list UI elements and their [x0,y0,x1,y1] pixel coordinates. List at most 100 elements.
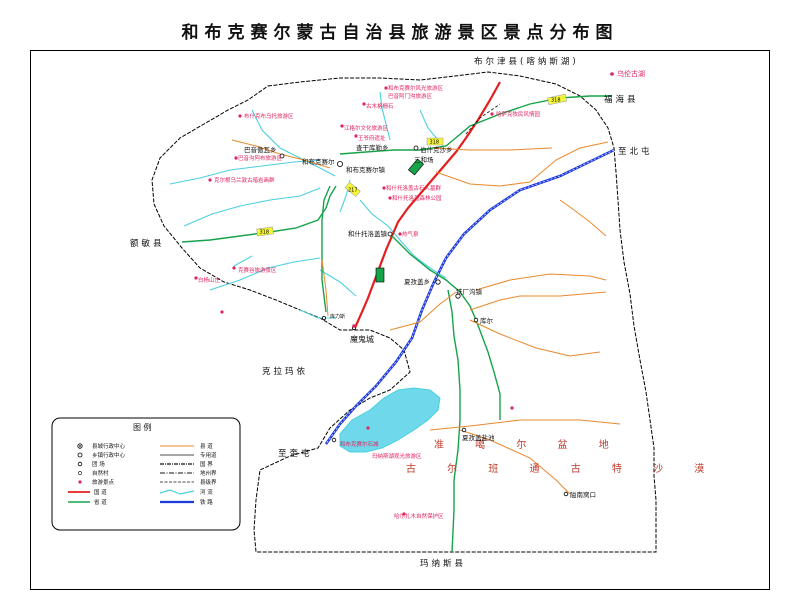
spot-marker-15 [490,112,494,116]
shield-318-west-label: 318 [260,230,270,236]
label-xiazigai: 夏孜盖乡 [404,277,430,286]
river-7 [419,109,439,141]
legend-label-8: 专用道 [200,451,217,459]
legend-label-10: 地州界 [200,469,217,477]
label-spot-14: 玛纳斯湖观光旅游区 [372,452,422,460]
label-spot-15: 哈尔扎木自然保护区 [394,512,444,520]
spot-marker-4 [340,124,344,128]
legend-label-13: 铁 路 [200,498,213,506]
river-6 [379,91,391,141]
label-zhikuitun: 至奎屯 [278,448,313,459]
river-1 [251,109,336,177]
river-2 [169,159,321,185]
shield-217-tunnel-1 [408,158,424,176]
settlement-yanchi [461,427,467,433]
settlements [279,145,569,497]
label-anzhi: 隘南窝口 [570,490,596,499]
county-road-6 [469,319,601,357]
label-spot-17: 王爷府遗址 [358,134,386,142]
legend-symbol-farm [77,461,83,467]
spot-marker-2 [362,102,366,106]
legend-label-2: 团 场 [92,460,105,468]
shield-318-mid-label: 318 [430,140,440,146]
provincial-road-318-north [339,95,612,155]
county-road-3 [433,147,553,151]
label-hoboksar-town: 和布克赛尔镇 [346,165,386,174]
label-sanhe: 三和场 [414,155,434,164]
settlement-anzhi [563,491,569,497]
river-4 [209,257,321,291]
provincial-road-south [447,289,461,553]
shield-217-label: 217 [348,188,358,194]
label-spot-7: 克尔根乌兰敦古暗岩画群 [214,176,275,184]
river-10 [319,269,357,297]
river-3 [183,187,321,227]
label-wulungu-lake: 乌伦古湖 [617,69,645,78]
legend-label-12: 河 流 [200,488,213,496]
legend-label-4: 旅游景点 [92,478,115,486]
spot-marker-17 [352,324,356,328]
shield-217 [344,181,361,197]
legend-title: 图 例 [133,422,152,432]
legend-col-2: 县 道 专用道 国 界 地州界 县级界 河 流 铁 路 [159,442,217,506]
label-karamay: 克拉玛依 [262,366,308,377]
legend-label-1: 乡镇行政中心 [92,451,126,459]
county-road-2 [435,141,609,187]
label-spot-18: 和布克赛尔石城 [340,440,379,448]
label-spot-4: 布什克布乌托旅游区 [244,112,294,120]
spot-marker-1 [384,86,388,90]
spot-marker-14 [402,512,406,516]
label-emin: 额敏县 [130,238,165,249]
label-hoboksar: 和布克赛尔 [302,157,335,166]
river-11 [233,255,253,267]
county-road-11 [559,199,607,237]
spot-marker-8 [388,196,392,200]
shield-217-tunnel-2 [375,267,385,283]
legend-label-5: 国 道 [94,488,107,496]
legend-label-9: 国 界 [200,461,213,468]
label-spot-12: 克赛谷旅游景区 [238,266,277,274]
label-spot-11: 白杨山庄 [198,276,221,284]
river-8 [299,309,336,319]
label-kuer: 库尔 [480,316,494,325]
label-spot-2: 巴音阿门沟旅游区 [388,92,433,100]
spot-marker-12 [366,426,370,430]
legend-label-11: 县级界 [200,478,217,486]
county-road-5 [389,291,457,331]
provincial-roads [181,95,612,553]
shield-318-north-label: 318 [551,98,561,104]
label-spot-1: 和布克赛尔风光旅游区 [388,84,444,92]
settlement-north-town [279,153,285,159]
settlement-kuer [473,317,479,323]
rivers [169,91,447,319]
railway-inner [325,149,615,445]
spot-marker-18 [510,406,514,410]
settlement-small-1 [321,315,326,320]
label-spot-16: 哈萨克牧民风情园 [496,110,541,118]
label-bieshi: 伯什克沙乡 [420,145,453,154]
label-spot-3: 古木格栅石 [366,102,394,110]
special-road [465,103,501,135]
spot-marker-19 [220,310,224,314]
label-kulisi: 库力斯 [330,313,345,320]
shield-318-north [547,93,567,106]
scenic-spot-markers [194,72,614,516]
settlement-hoboksar [336,160,343,167]
label-chagan: 查干库勒乡 [356,143,389,152]
county-road-10 [321,259,329,317]
label-junggar-basin: 准 噶 尔 盆 地 [434,438,623,451]
shield-318-west [256,226,274,237]
settlement-bayin [413,145,419,151]
county-roads [231,139,621,495]
label-zhibeitun: 至北屯 [618,146,653,157]
settlement-kuitun [331,437,337,443]
settlement-xiamu [455,293,461,299]
label-spot-6: 江格尔文化旅游区 [344,124,389,132]
spot-marker-10 [194,276,198,280]
legend-symbol-spot [78,480,82,484]
river-5 [359,199,447,279]
label-burqin: 布尔津县(喀纳斯湖) [474,56,579,67]
spot-marker-7 [382,186,386,190]
label-fuhai: 福海县 [604,94,639,105]
